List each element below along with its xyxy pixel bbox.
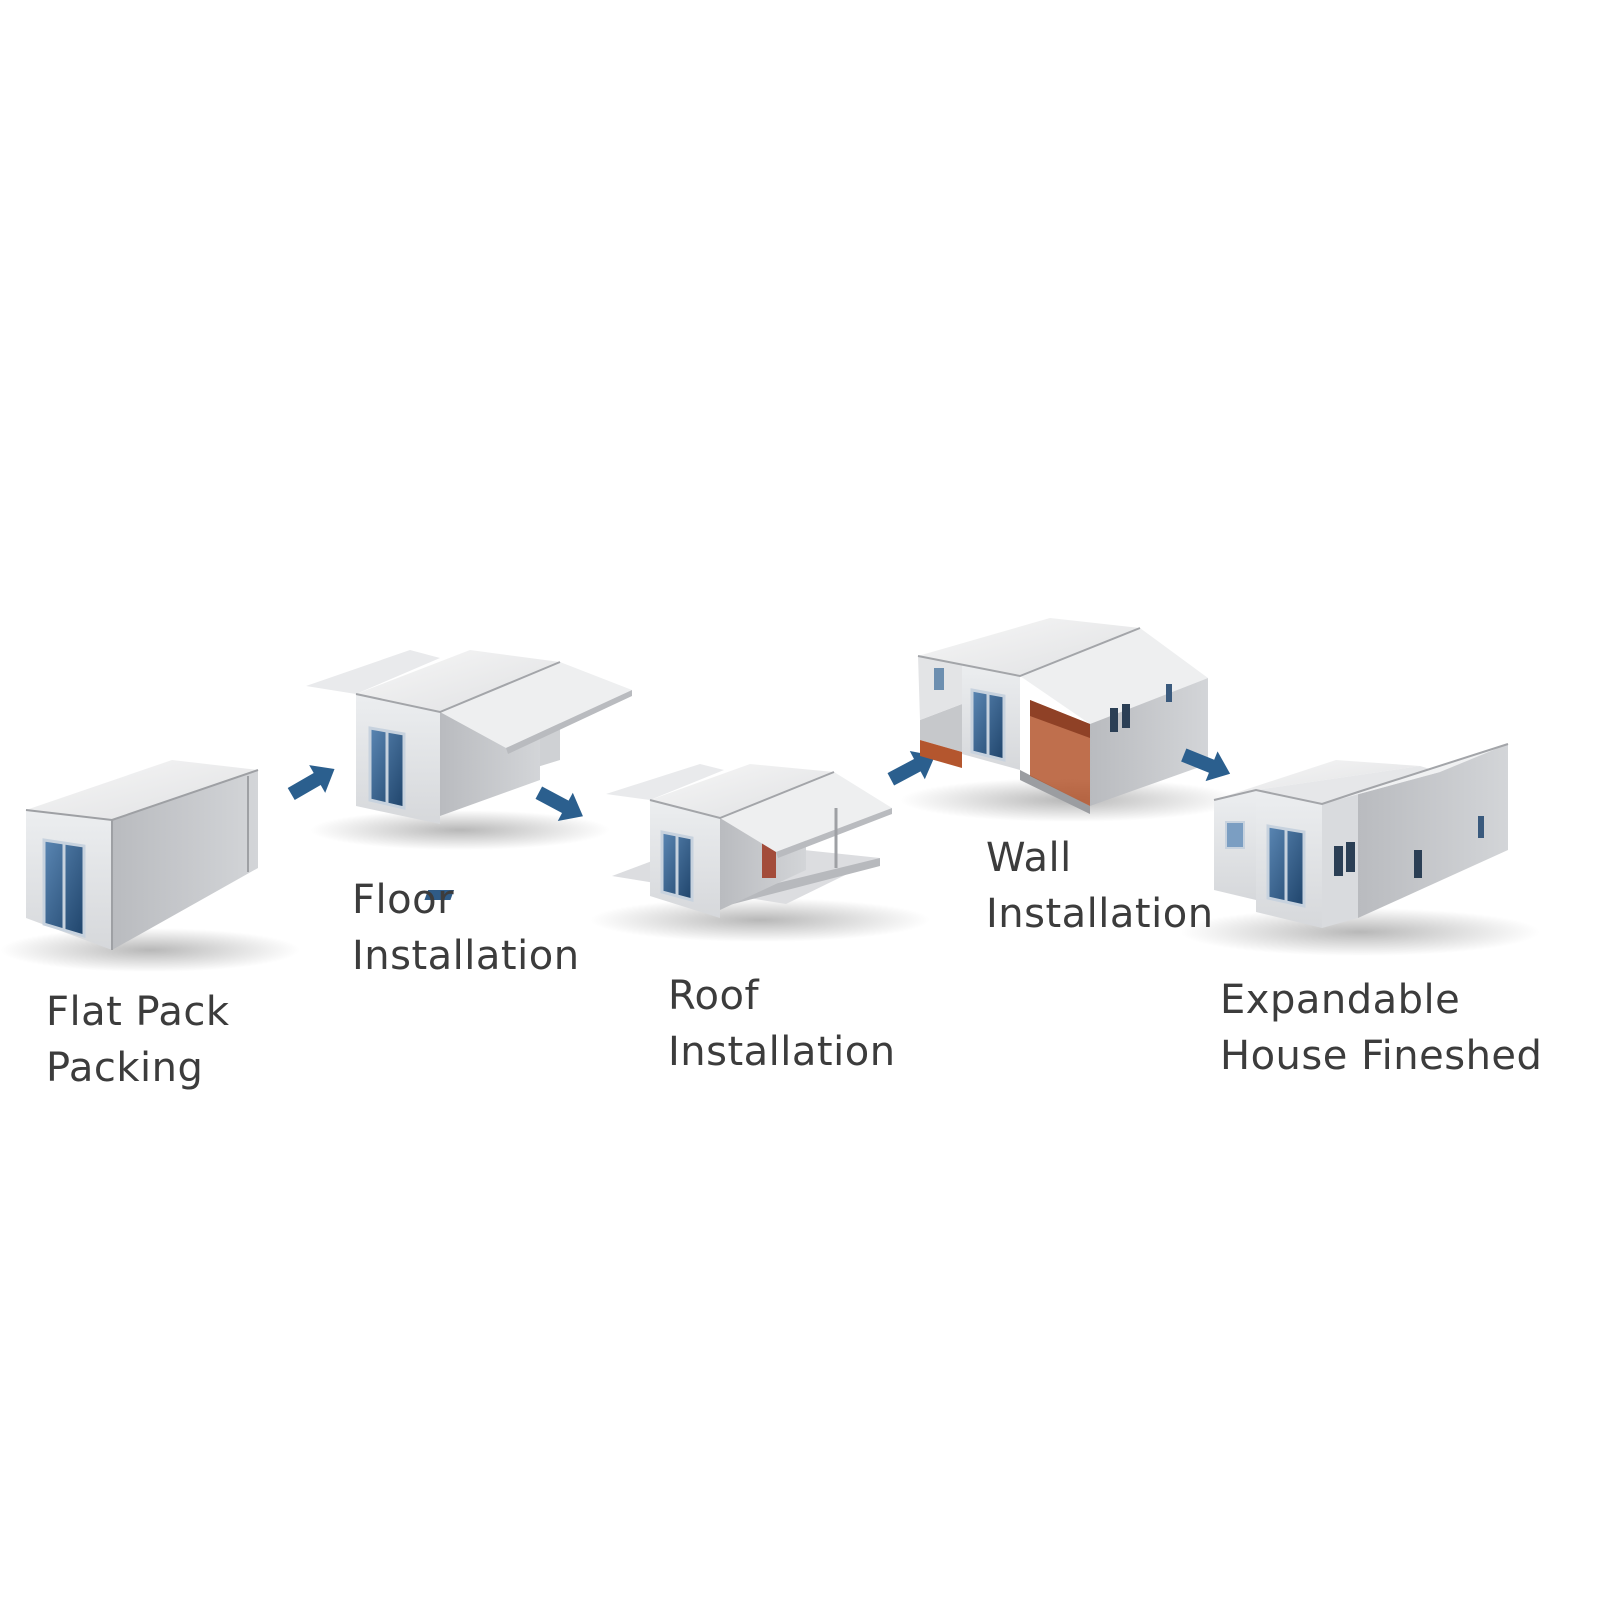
roof-installation-icon bbox=[424, 764, 930, 942]
step-label-line1: Expandable bbox=[1220, 977, 1461, 1023]
step-label-flat-pack: Flat Pack Packing bbox=[46, 984, 230, 1096]
step-label-line1: Floor bbox=[352, 877, 455, 923]
step-label-roof: Roof Installation bbox=[668, 968, 896, 1080]
finished-house-icon bbox=[1180, 743, 1540, 956]
wall-installation-icon bbox=[900, 618, 1240, 822]
step-label-floor: Floor Installation bbox=[352, 872, 580, 984]
floor-installation-icon bbox=[306, 650, 632, 850]
step-label-line2: Installation bbox=[986, 891, 1214, 937]
step-label-wall: Wall Installation bbox=[986, 830, 1214, 942]
step-label-line1: Flat Pack bbox=[46, 989, 230, 1035]
step-label-line2: Installation bbox=[352, 933, 580, 979]
step-label-line1: Wall bbox=[986, 835, 1072, 881]
step-label-line2: Packing bbox=[46, 1045, 204, 1091]
step-label-finished: Expandable House Fineshed bbox=[1220, 972, 1542, 1084]
arrow-right-icon bbox=[887, 751, 935, 786]
step-label-line2: House Fineshed bbox=[1220, 1033, 1543, 1079]
arrow-right-icon bbox=[1181, 748, 1231, 782]
arrow-right-icon bbox=[535, 786, 583, 821]
arrow-right-icon bbox=[287, 765, 335, 801]
step-label-line1: Roof bbox=[668, 973, 760, 1019]
flat-pack-container-icon bbox=[0, 760, 300, 972]
step-label-line2: Installation bbox=[668, 1029, 896, 1075]
